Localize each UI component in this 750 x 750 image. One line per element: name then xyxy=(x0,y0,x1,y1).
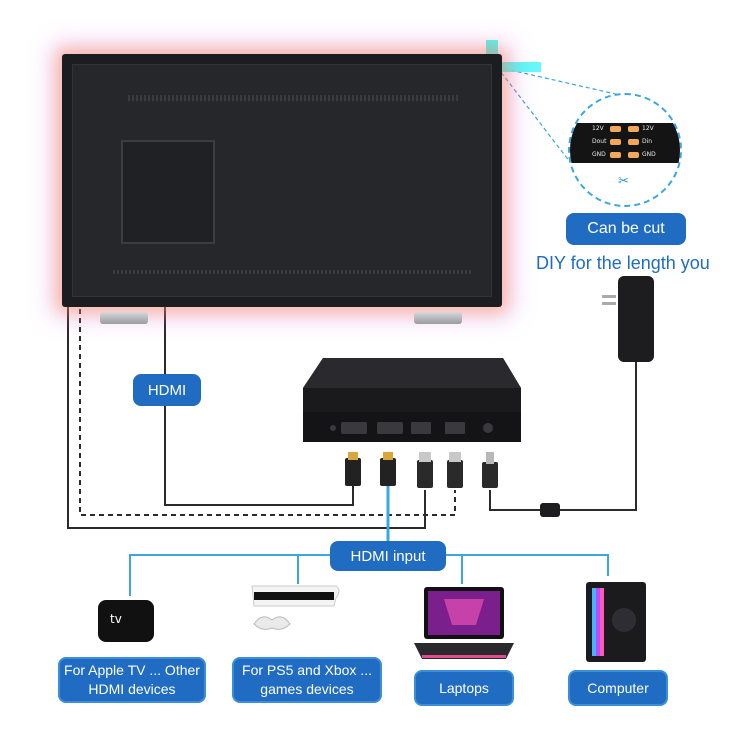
tv-stand-left xyxy=(100,312,148,324)
tv-outer-cable xyxy=(67,300,426,529)
tv-vent-lower xyxy=(113,270,473,274)
can-be-cut-label: Can be cut xyxy=(566,213,686,245)
hdmi-input-branch xyxy=(129,554,330,596)
ps5-console xyxy=(251,585,340,630)
adapter-plug-icon xyxy=(602,295,616,305)
scissors-icon: ✂ xyxy=(618,173,629,188)
apple-tv-label: For Apple TV ... Other HDMI devices xyxy=(58,657,206,703)
tv-port-area xyxy=(121,140,215,244)
power-cable xyxy=(560,362,637,511)
led-strip-cut-end xyxy=(486,62,541,72)
ps5-xbox-label: For PS5 and Xbox ... games devices xyxy=(232,657,382,703)
tv-stand-right xyxy=(414,312,462,324)
power-cable-ferrite xyxy=(540,503,560,517)
hdmi-input-branch-right xyxy=(446,554,609,576)
pin-left-3: GND xyxy=(592,151,606,158)
cable-connectors xyxy=(345,452,498,488)
pin-right-3: GND xyxy=(642,151,656,158)
pin-right-2: Din xyxy=(642,138,653,145)
power-cable-2 xyxy=(489,490,540,511)
pin-left-2: Dout xyxy=(592,138,607,145)
pin-right-1: 12V xyxy=(642,125,654,132)
laptop-device xyxy=(414,587,514,659)
computer-tower xyxy=(586,582,646,662)
led-strip-zoom: 12V Dout GND 12V Din GND ✂ xyxy=(568,93,682,207)
tv-back-panel xyxy=(62,54,502,307)
laptops-label: Laptops xyxy=(414,670,514,706)
hdmi-input-label: HDMI input xyxy=(330,541,446,571)
hdmi-sync-box xyxy=(303,358,521,442)
hdmi-label: HDMI xyxy=(133,374,201,406)
computer-label: Computer xyxy=(568,670,668,706)
tv-vent xyxy=(128,95,458,101)
apple-tv-device: tv xyxy=(98,600,154,642)
pin-left-1: 12V xyxy=(592,125,604,132)
diy-caption: DIY for the length you xyxy=(536,253,710,273)
power-adapter xyxy=(618,276,654,362)
apple-tv-logo: tv xyxy=(110,612,122,626)
